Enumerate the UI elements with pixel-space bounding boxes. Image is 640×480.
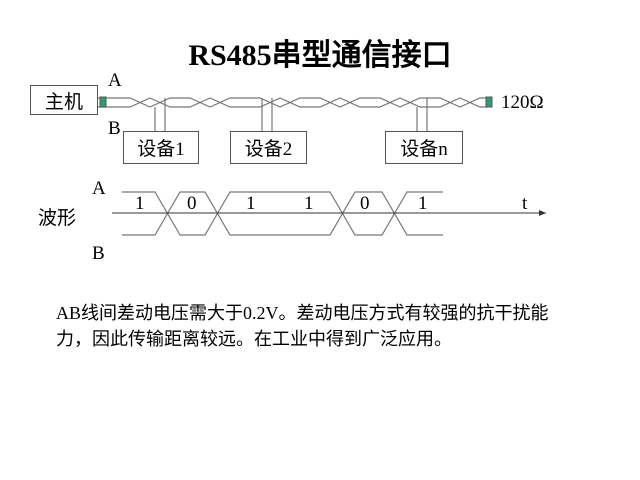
device-box: 设备2 [230, 131, 307, 164]
twisted-pair-bus [96, 97, 488, 131]
device-label: 设备1 [137, 139, 185, 160]
axis-label-t: t [522, 193, 528, 214]
host-box: 主机 [30, 85, 98, 115]
terminator-label: 120Ω [501, 92, 544, 113]
waveform-label: 波形 [38, 208, 77, 229]
description-text: AB线间差动电压需大于0.2V。差动电压方式有较强的抗干扰能力，因此传输距离较远… [56, 303, 549, 349]
bus-label-b: B [108, 118, 121, 139]
bit-label: 1 [135, 193, 145, 214]
page-title: RS485串型通信接口 [188, 39, 452, 72]
device-label: 设备n [400, 139, 448, 160]
bit-label: 1 [418, 193, 428, 214]
waveform-label-b: B [92, 243, 105, 264]
terminator-right [485, 96, 493, 108]
terminator-left [99, 96, 107, 108]
device-box: 设备1 [123, 131, 199, 164]
bus-label-a: A [108, 70, 122, 91]
arrow-icon [539, 210, 546, 216]
waveform-label-a: A [92, 178, 106, 199]
bit-label: 0 [187, 193, 197, 214]
device-label: 设备2 [244, 139, 293, 160]
bit-label: 0 [360, 193, 370, 214]
host-label: 主机 [44, 91, 83, 113]
bit-label: 1 [246, 193, 256, 214]
device-box: 设备n [385, 131, 463, 164]
bit-label: 1 [304, 193, 314, 214]
